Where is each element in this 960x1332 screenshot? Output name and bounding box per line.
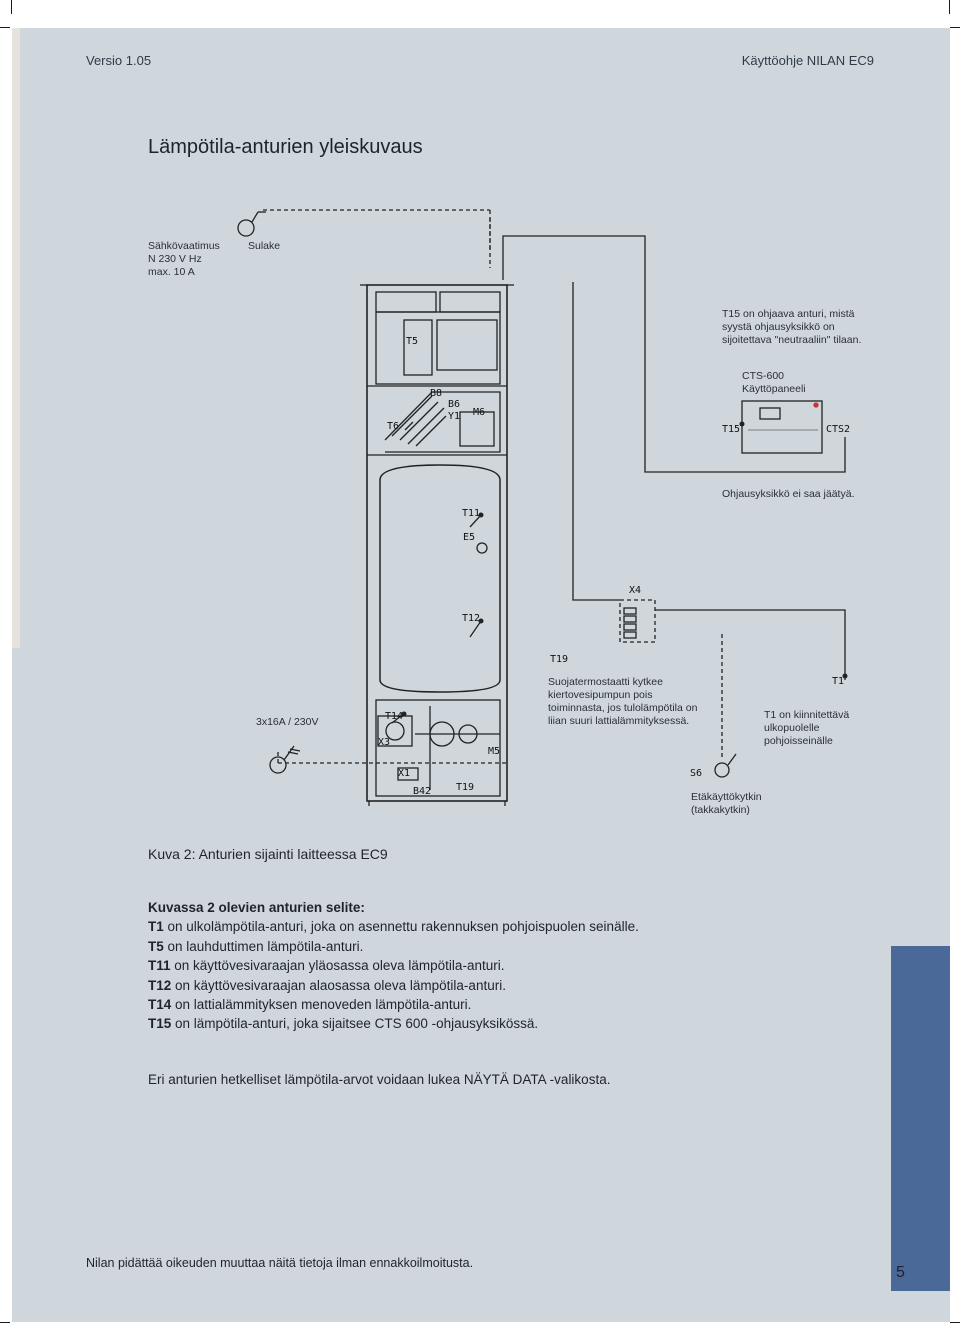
label-e5: E5: [463, 532, 476, 543]
water-tank: [379, 464, 501, 693]
crop-mark: [950, 27, 960, 28]
legend-item: T11 on käyttövesivaraajan yläosassa olev…: [148, 958, 505, 974]
binding-strip: [12, 28, 20, 648]
crop-mark: [950, 1322, 960, 1323]
supply-label: 3x16A / 230V: [256, 716, 319, 728]
label-b6: B6: [448, 399, 461, 410]
legend-item: T1 on ulkolämpötila-anturi, joka on asen…: [148, 919, 639, 935]
fuse-label: Sulake: [248, 240, 281, 252]
label-b42: B42: [413, 786, 432, 797]
label-t12: T12: [462, 613, 481, 624]
supply-symbol: [269, 745, 301, 774]
label-t11: T11: [462, 508, 481, 519]
label-t6: T6: [387, 421, 400, 432]
legend-item: T14 on lattialämmityksen menoveden lämpö…: [148, 997, 472, 1013]
chapter-tab: [891, 946, 950, 1291]
label-t14: T14: [385, 711, 404, 722]
label-s6: S6: [690, 768, 703, 779]
label-t15: T15: [722, 424, 741, 435]
label-t1: T1: [832, 676, 845, 687]
page-number: 5: [896, 1264, 905, 1281]
sensor-legend: Kuvassa 2 olevien anturien selite: T1 on…: [148, 898, 868, 1034]
crop-mark: [11, 0, 12, 14]
legend-heading: Kuvassa 2 olevien anturien selite:: [148, 900, 365, 915]
cts-panel: [741, 400, 823, 454]
crop-mark: [0, 1322, 10, 1323]
fuse-symbol: [237, 211, 266, 237]
legend-note: Eri anturien hetkelliset lämpötila-arvot…: [148, 1072, 611, 1087]
version-label: Versio 1.05: [86, 53, 152, 68]
figure-caption: Kuva 2: Anturien sijainti laitteessa EC9: [148, 846, 388, 862]
remote-switch-label: Etäkäyttökytkin(takkakytkin): [691, 791, 762, 816]
label-m5: M5: [488, 746, 501, 757]
crop-mark: [949, 0, 950, 14]
label-b8: B8: [430, 388, 443, 399]
label-cts2: CTS2: [826, 424, 851, 435]
unit-cabinet: [366, 284, 508, 802]
manual-title: Käyttöohje NILAN EC9: [741, 53, 874, 68]
legend-item: T5 on lauhduttimen lämpötila-anturi.: [148, 938, 364, 954]
legend-item: T12 on käyttövesivaraajan alaosassa olev…: [148, 977, 506, 993]
x4-connector: [619, 599, 656, 643]
label-x3: X3: [378, 737, 391, 748]
label-m6: M6: [473, 407, 486, 418]
label-x4: X4: [629, 585, 642, 596]
sensor-diagram: [237, 209, 848, 806]
page-title: Lämpötila-anturien yleiskuvaus: [148, 136, 423, 158]
label-t5: T5: [406, 336, 419, 347]
label-y1: Y1: [448, 411, 461, 422]
label-t19: T19: [550, 654, 569, 665]
legend-item: T15 on lämpötila-anturi, joka sijaitsee …: [148, 1016, 539, 1032]
crop-mark: [0, 27, 10, 28]
remote-switch-symbol: [714, 753, 737, 778]
label-t19-unit: T19: [456, 782, 475, 793]
page-panel: [12, 28, 950, 1322]
footer-disclaimer: Nilan pidättää oikeuden muuttaa näitä ti…: [86, 1256, 474, 1270]
control-note: Ohjausyksikkö ei saa jäätyä.: [722, 488, 855, 500]
label-x1: X1: [398, 768, 411, 779]
